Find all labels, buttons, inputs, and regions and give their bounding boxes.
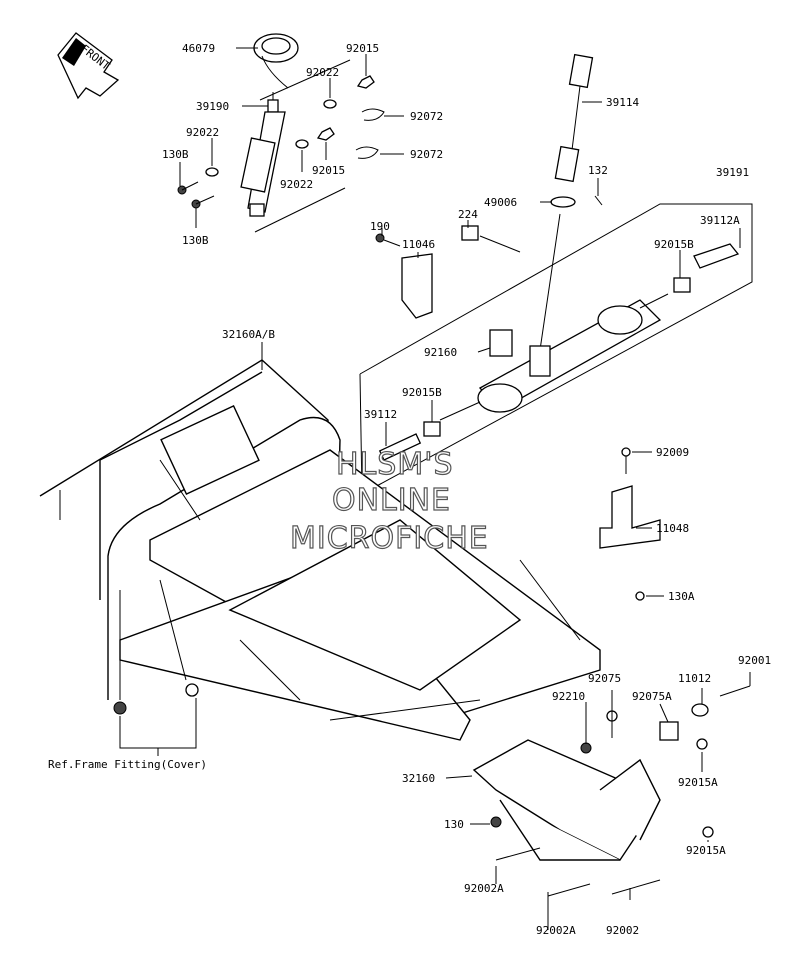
- watermark-line-2: ONLINE: [332, 483, 451, 518]
- label-92015a: 92015A: [686, 844, 726, 857]
- watermark-line-1: HLSM'S: [336, 447, 454, 482]
- label-32160ab: 32160A/B: [222, 328, 275, 341]
- bracket-11048: [599, 447, 661, 601]
- rack-assembly: [439, 293, 669, 421]
- label-39114: 39114: [606, 96, 639, 109]
- label-92160: 92160: [424, 346, 457, 359]
- label-190: 190: [370, 220, 390, 233]
- label-11046: 11046: [402, 238, 435, 251]
- label-92002a: 92002A: [536, 924, 576, 937]
- label-92015b: 92015B: [654, 238, 694, 251]
- label-92015: 92015: [346, 42, 379, 55]
- lower-subframe: [472, 685, 751, 930]
- watermark: HLSM'S ONLINE MICROFICHE: [289, 446, 489, 556]
- label-92210: 92210: [552, 690, 585, 703]
- vehicle-frame: [39, 359, 601, 741]
- part-labels: 46079 92015 92022 39190 92072 92022 130B…: [162, 42, 771, 937]
- label-92075: 92075: [588, 672, 621, 685]
- watermark-line-3: MICROFICHE: [290, 521, 489, 556]
- label-92072: 92072: [410, 110, 443, 123]
- label-39191: 39191: [716, 166, 749, 179]
- label-11048: 11048: [656, 522, 689, 535]
- label-132: 132: [588, 164, 608, 177]
- label-11012: 11012: [678, 672, 711, 685]
- steering-column-group: [177, 33, 385, 233]
- front-arrow-icon: FRONT: [57, 32, 120, 100]
- label-130a: 130A: [668, 590, 695, 603]
- label-39190: 39190: [196, 100, 229, 113]
- frame-fitting-cover-group: [113, 579, 199, 756]
- steering-shaft-group: [550, 53, 603, 208]
- leader-lines: [179, 47, 751, 884]
- label-49006: 49006: [484, 196, 517, 209]
- label-39112: 39112: [364, 408, 397, 421]
- reference-note: Ref.Frame Fitting(Cover): [48, 758, 207, 771]
- label-92002: 92002: [606, 924, 639, 937]
- label-92015a: 92015A: [678, 776, 718, 789]
- label-92022: 92022: [306, 66, 339, 79]
- label-32160: 32160: [402, 772, 435, 785]
- label-92075a: 92075A: [632, 690, 672, 703]
- label-130b: 130B: [182, 234, 209, 247]
- label-130: 130: [444, 818, 464, 831]
- label-92022: 92022: [186, 126, 219, 139]
- label-92072: 92072: [410, 148, 443, 161]
- label-92009: 92009: [656, 446, 689, 459]
- label-92015b: 92015B: [402, 386, 442, 399]
- label-130b: 130B: [162, 148, 189, 161]
- label-46079: 46079: [182, 42, 215, 55]
- label-224: 224: [458, 208, 478, 221]
- label-92015: 92015: [312, 164, 345, 177]
- label-92022: 92022: [280, 178, 313, 191]
- label-92002a: 92002A: [464, 882, 504, 895]
- label-92001: 92001: [738, 654, 771, 667]
- label-39112a: 39112A: [700, 214, 740, 227]
